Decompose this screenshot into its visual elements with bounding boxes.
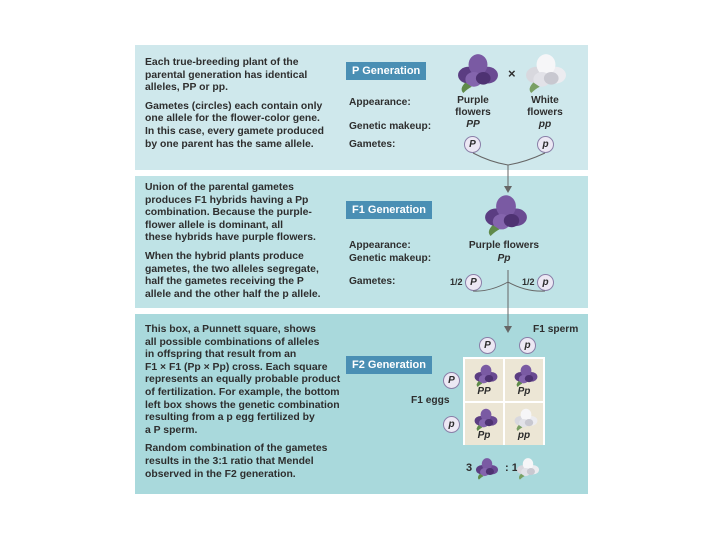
white-flower-icon [526,54,566,93]
purple-flower-icon [475,365,498,387]
purple-flower-icon [485,195,527,236]
purple-flower-icon [476,458,498,479]
arrow-icon [473,153,545,188]
purple-flower-icon [475,409,498,431]
arrow-icon [504,326,512,333]
arrow-icon [473,270,545,328]
white-flower-icon [515,409,538,431]
purple-flower-icon [458,54,498,93]
purple-flower-icon [515,365,538,387]
arrow-icon [504,186,512,193]
white-flower-icon [517,458,539,479]
